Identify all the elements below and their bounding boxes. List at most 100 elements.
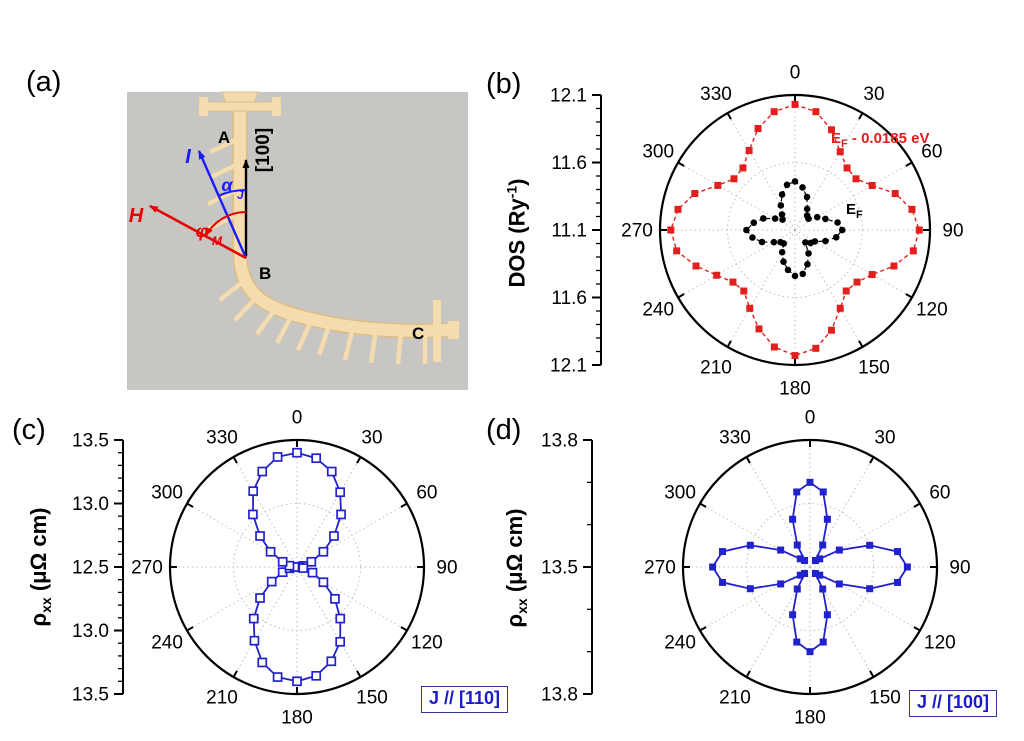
data-marker bbox=[842, 287, 850, 295]
data-marker bbox=[834, 219, 841, 226]
data-marker bbox=[307, 567, 318, 578]
legend-text: J // [110] bbox=[429, 688, 501, 708]
radial-tick-label: 13.0 bbox=[72, 494, 109, 515]
alpha-label: α bbox=[221, 175, 233, 195]
data-marker bbox=[746, 585, 754, 593]
rim-tick bbox=[232, 456, 238, 464]
data-marker bbox=[799, 184, 806, 191]
data-marker bbox=[784, 266, 792, 274]
data-marker bbox=[802, 239, 809, 246]
data-marker bbox=[266, 576, 277, 587]
polar-grid-spoke bbox=[794, 229, 863, 348]
data-marker bbox=[667, 226, 675, 234]
angle-tick-label: 150 bbox=[858, 357, 890, 378]
polar-grid-spoke bbox=[809, 566, 874, 678]
angle-tick-label: 240 bbox=[642, 300, 674, 321]
charts-layer: 030609012015018021024027030033012.111.61… bbox=[72, 63, 971, 729]
angle-tick-label: 330 bbox=[206, 428, 238, 449]
data-marker bbox=[729, 278, 737, 286]
axis-title-sub: xx bbox=[38, 597, 55, 613]
angle-tick-label: 90 bbox=[942, 221, 963, 242]
series-label-sub: F bbox=[841, 138, 848, 150]
data-marker bbox=[822, 237, 829, 245]
series-label-text: E bbox=[846, 201, 857, 218]
phi-angle-arc bbox=[204, 211, 247, 237]
rim-tick bbox=[726, 112, 732, 120]
data-marker bbox=[755, 325, 763, 333]
rim-tick bbox=[186, 502, 194, 508]
data-marker bbox=[777, 238, 784, 246]
rim-tick bbox=[913, 626, 921, 632]
polar-grid-spoke bbox=[186, 503, 298, 568]
data-marker bbox=[714, 181, 722, 189]
data-marker bbox=[796, 571, 804, 579]
rim-tick bbox=[356, 670, 362, 678]
finger-contacts-arm bbox=[218, 278, 428, 365]
data-marker bbox=[326, 656, 337, 667]
terminal-A-label: A bbox=[218, 128, 230, 147]
data-marker bbox=[265, 546, 276, 557]
radial-tick-label: 11.1 bbox=[551, 221, 587, 242]
data-marker bbox=[832, 233, 840, 241]
data-marker bbox=[311, 453, 322, 464]
data-marker bbox=[746, 541, 754, 549]
rim-tick bbox=[905, 293, 913, 299]
data-marker bbox=[777, 546, 785, 554]
field-arrow bbox=[149, 204, 247, 260]
data-marker bbox=[255, 593, 265, 603]
polar-grid-spoke bbox=[699, 503, 811, 568]
data-marker bbox=[806, 478, 814, 486]
panel-c-label: (c) bbox=[12, 414, 46, 446]
angle-tick-label: 330 bbox=[700, 84, 732, 105]
data-marker bbox=[779, 216, 786, 223]
data-marker bbox=[257, 466, 268, 477]
data-marker bbox=[903, 563, 911, 571]
axis-title-rho: ρ bbox=[501, 613, 527, 628]
data-marker bbox=[329, 531, 339, 541]
data-marker bbox=[819, 541, 827, 549]
angle-tick-label: 0 bbox=[790, 63, 801, 84]
polar-grid-spoke bbox=[699, 566, 811, 631]
data-marker bbox=[799, 270, 807, 278]
data-marker bbox=[812, 108, 820, 116]
polar-grid-spoke bbox=[296, 566, 361, 678]
data-marker bbox=[868, 271, 876, 279]
rim-tick bbox=[905, 161, 913, 167]
data-marker bbox=[318, 546, 329, 557]
hall-cross-pad-right bbox=[272, 97, 281, 116]
data-marker bbox=[819, 488, 827, 496]
data-marker bbox=[805, 250, 812, 257]
data-marker bbox=[890, 262, 898, 270]
data-marker bbox=[811, 569, 819, 577]
data-marker bbox=[812, 344, 820, 352]
radial-tick-label: 13.0 bbox=[72, 621, 109, 642]
phi-label: φ bbox=[196, 221, 209, 241]
data-marker bbox=[759, 215, 767, 222]
data-marker bbox=[713, 271, 721, 279]
data-marker bbox=[801, 557, 809, 565]
angle-tick-label: 0 bbox=[292, 408, 303, 429]
rim-tick bbox=[913, 502, 921, 508]
data-marker bbox=[835, 546, 843, 554]
data-marker bbox=[827, 326, 835, 334]
angle-tick-label: 150 bbox=[356, 688, 388, 709]
data-marker bbox=[298, 563, 309, 573]
series-label-text: E bbox=[831, 130, 842, 147]
angle-tick-label: 60 bbox=[921, 142, 942, 163]
data-marker bbox=[866, 585, 874, 593]
radial-tick-label: 11.6 bbox=[551, 288, 587, 309]
alpha-angle-arc bbox=[218, 188, 247, 197]
angle-tick-label: 120 bbox=[411, 633, 443, 654]
data-marker bbox=[318, 577, 329, 588]
data-marker bbox=[838, 226, 846, 234]
angle-tick-label: 30 bbox=[874, 428, 895, 449]
data-marker bbox=[813, 213, 821, 221]
data-marker bbox=[754, 125, 762, 133]
data-marker bbox=[745, 146, 753, 154]
data-marker bbox=[823, 611, 831, 619]
terminal-B-label: B bbox=[259, 264, 271, 283]
data-marker bbox=[750, 219, 758, 227]
polar-grid-spoke bbox=[809, 566, 921, 631]
data-marker bbox=[835, 580, 843, 588]
data-marker bbox=[292, 676, 302, 687]
